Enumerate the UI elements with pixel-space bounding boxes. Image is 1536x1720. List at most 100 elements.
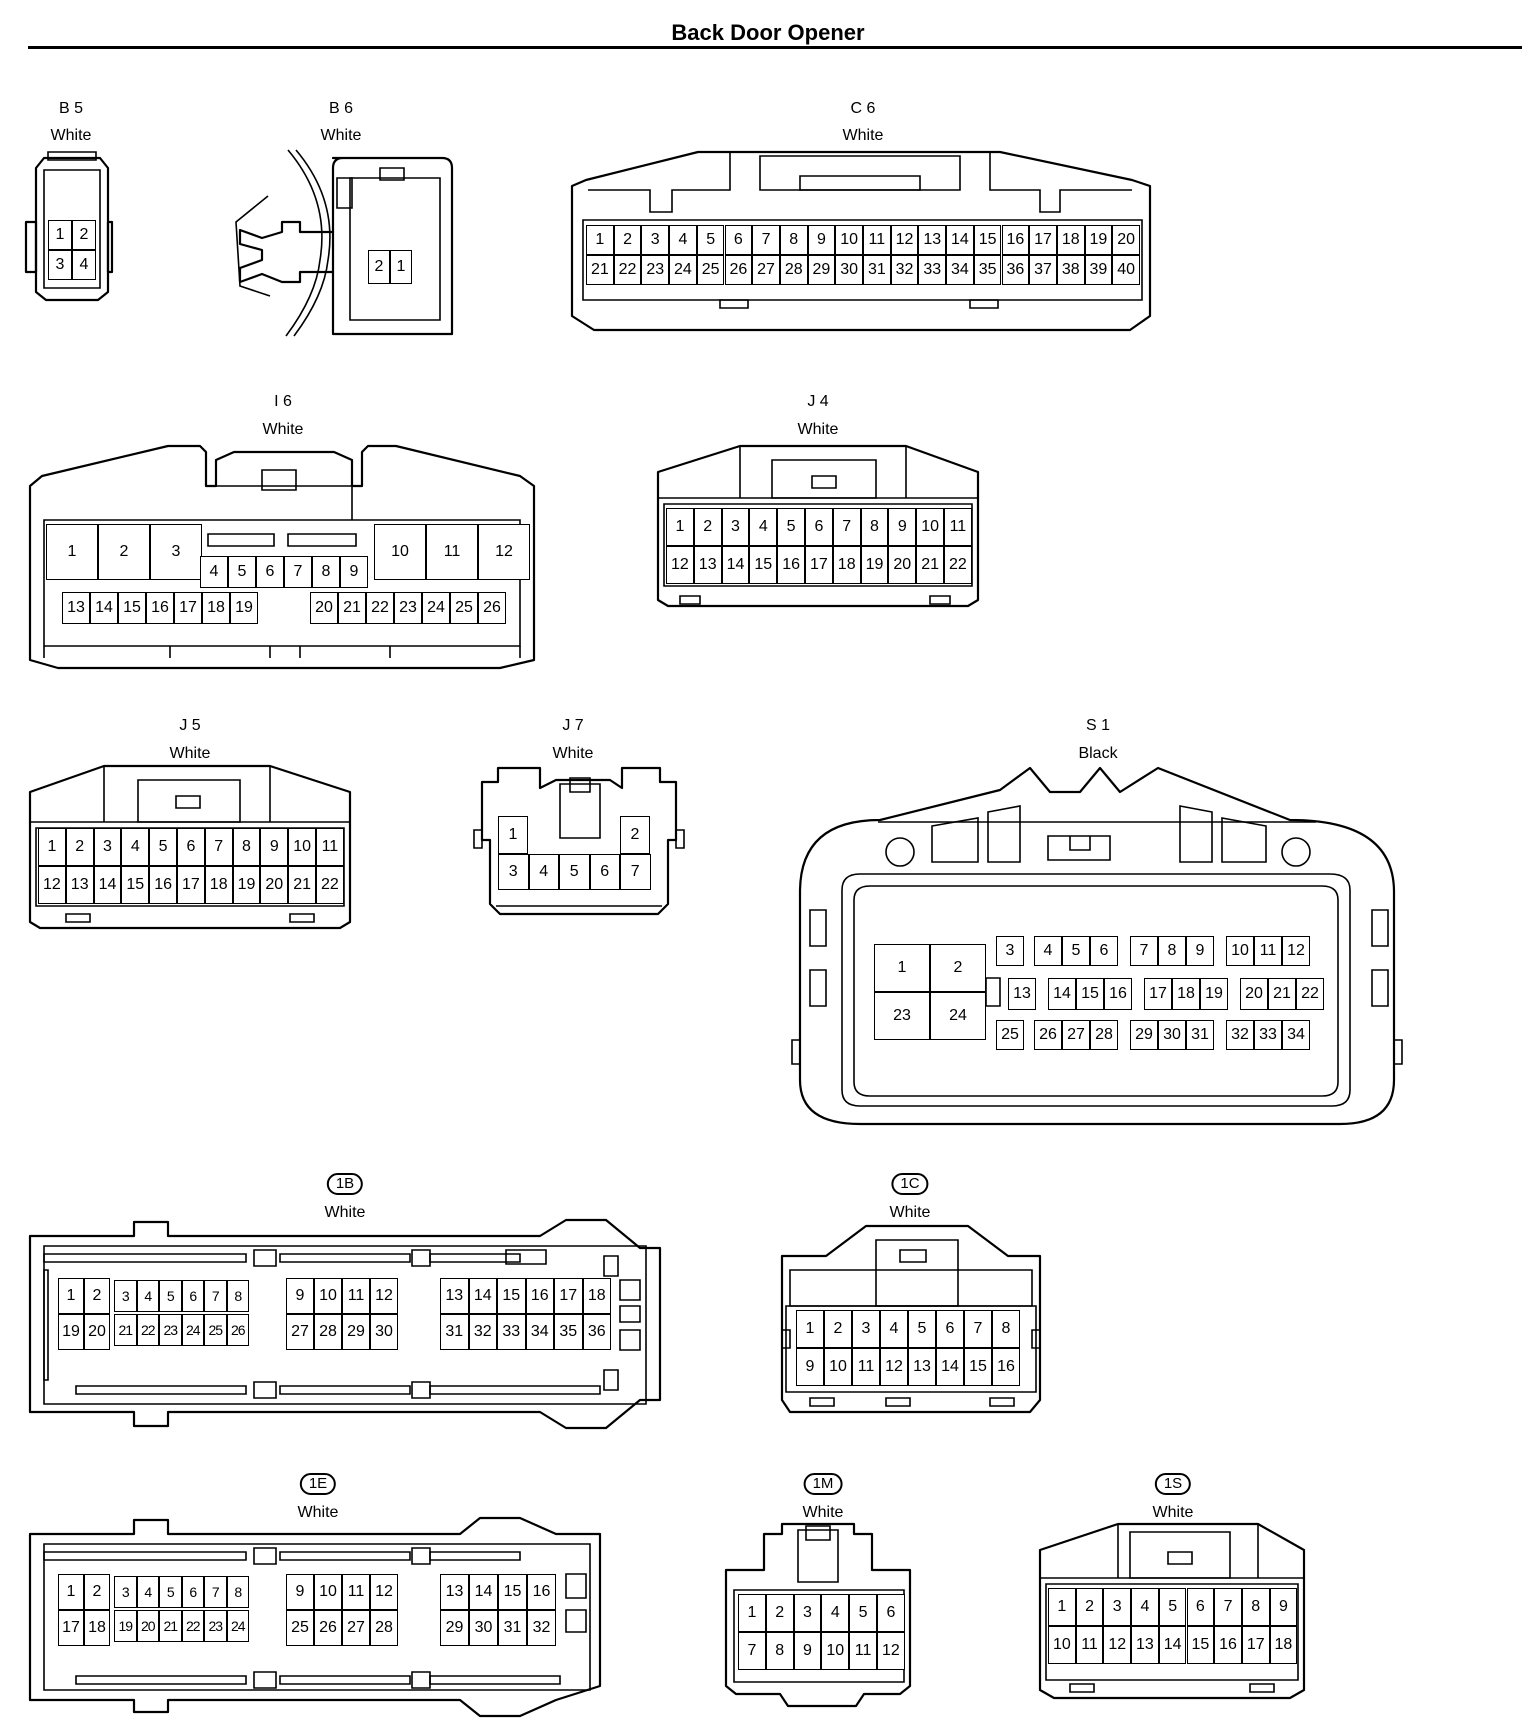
connector-J4-pin: 13: [693, 546, 722, 584]
connector-1B-pin: 12: [370, 1278, 398, 1314]
connector-C6-pin: 24: [669, 255, 697, 285]
connector-I6-pin: 21: [338, 592, 366, 624]
connector-1E-pin: 10: [314, 1574, 342, 1610]
connector-J4-pin: 21: [916, 546, 944, 584]
connector-I6-pin: 2: [98, 524, 150, 580]
connector-C6-pin: 21: [586, 255, 614, 285]
connector-J4-pin: 4: [749, 508, 778, 546]
connector-I6-pin: 17: [174, 592, 202, 624]
connector-J4-pin: 17: [805, 546, 833, 584]
connector-J4-pin: 20: [888, 546, 917, 584]
connector-J5-pin: 8: [232, 828, 261, 866]
connector-S1-pin: 20: [1240, 978, 1268, 1010]
connector-1B-pin: 16: [525, 1278, 554, 1314]
connector-B5-pin: 4: [72, 250, 96, 280]
connector-1E-label: 1E: [299, 1473, 337, 1495]
connector-J5-pin: 6: [177, 828, 205, 866]
connector-1B-label: 1B: [326, 1173, 364, 1195]
connector-1B-pin: 21: [114, 1314, 137, 1346]
connector-1S-pin: 18: [1269, 1626, 1298, 1664]
connector-1B-pin: 15: [497, 1278, 526, 1314]
connector-1E-pin: 29: [440, 1610, 469, 1646]
connector-J7-pin: 4: [528, 854, 559, 890]
connector-I6-pin: 16: [146, 592, 174, 624]
connector-1S-pin: 14: [1158, 1626, 1187, 1664]
connector-C6-pin: 12: [890, 225, 919, 255]
connector-S1-pin: 19: [1200, 978, 1228, 1010]
connector-J4-pin: 18: [832, 546, 861, 584]
connector-S1-pin: 23: [874, 992, 930, 1040]
connector-1B-pin: 20: [84, 1314, 110, 1350]
connector-C6-pin: 16: [1001, 225, 1030, 255]
connector-S1-pin: 2: [930, 944, 986, 992]
connector-J4-pin: 1: [666, 508, 694, 546]
connector-1M-pin: 5: [849, 1594, 877, 1632]
connector-J7-pin: 3: [498, 854, 529, 890]
connector-S1-pin: 12: [1282, 936, 1310, 966]
connector-S1-pin: 22: [1296, 978, 1324, 1010]
connector-I6-pin: 10: [374, 524, 426, 580]
connector-B5-pin: 3: [48, 250, 72, 280]
connector-C6-pin: 10: [835, 225, 863, 255]
connector-1M-pin: 4: [821, 1594, 850, 1632]
connector-1E-pin: 4: [136, 1576, 159, 1608]
connector-C6-pin: 39: [1084, 255, 1113, 285]
connector-J5-pin: 15: [121, 866, 150, 904]
connector-1B-pin: 22: [136, 1314, 159, 1346]
connector-C6-pin: 22: [613, 255, 642, 285]
connector-1S-pin: 11: [1075, 1626, 1104, 1664]
connector-C6-pin: 40: [1112, 255, 1140, 285]
connector-1C-pin: 10: [824, 1348, 852, 1386]
connector-J5-pin: 21: [288, 866, 316, 904]
connector-I6-pin: 26: [478, 592, 506, 624]
connector-1B-pin: 10: [314, 1278, 342, 1314]
connector-1M-pin: 3: [793, 1594, 822, 1632]
connector-C6-pin: 3: [641, 225, 670, 255]
connector-C6-pin: 19: [1084, 225, 1113, 255]
connector-J4-pin: 7: [832, 508, 861, 546]
connector-I6-color: White: [262, 421, 304, 438]
connector-B6-pin: 1: [390, 250, 412, 284]
connector-1E-pin: 13: [440, 1574, 469, 1610]
connector-1C-pin: 16: [992, 1348, 1020, 1386]
connector-1B-pin: 34: [525, 1314, 554, 1350]
connector-1S-pin: 16: [1214, 1626, 1242, 1664]
connector-J5-pin: 14: [93, 866, 122, 904]
connector-B5-color: White: [50, 127, 92, 144]
connector-S1-pin: 34: [1282, 1020, 1310, 1050]
connector-1S-pin: 1: [1048, 1588, 1076, 1626]
connector-J4-pin: 9: [888, 508, 917, 546]
connector-S1-pin: 26: [1034, 1020, 1062, 1050]
connector-I6-pin: 22: [366, 592, 394, 624]
connector-1B-pin: 25: [204, 1314, 227, 1346]
connector-1C-pin: 2: [824, 1310, 852, 1348]
connector-1C-pin: 12: [880, 1348, 908, 1386]
connector-J4-pin: 8: [860, 508, 889, 546]
connector-S1-pin: 8: [1158, 936, 1186, 966]
connector-I6-pin: 8: [312, 556, 340, 588]
connector-1M-pin: 8: [765, 1632, 794, 1670]
connector-1B-color: White: [324, 1204, 366, 1221]
connector-1B-pin: 23: [159, 1314, 182, 1346]
connector-C6-pin: 15: [973, 225, 1002, 255]
connector-C6-pin: 34: [946, 255, 974, 285]
connector-C6-pin: 1: [586, 225, 614, 255]
connector-S1-pin: 13: [1008, 978, 1036, 1010]
connector-S1-pin: 25: [996, 1020, 1024, 1050]
connector-1E-pin: 28: [370, 1610, 398, 1646]
connector-1C-pin: 6: [936, 1310, 964, 1348]
connector-1C-pin: 14: [936, 1348, 964, 1386]
connector-I6-pin: 12: [478, 524, 530, 580]
connector-1S-pin: 5: [1158, 1588, 1187, 1626]
connector-C6-pin: 6: [724, 225, 753, 255]
connector-1B-pin: 14: [468, 1278, 497, 1314]
connector-S1-color: Black: [1078, 745, 1118, 762]
connector-1C-pin: 13: [908, 1348, 936, 1386]
connector-J4-label: J 4: [807, 393, 829, 410]
connector-S1-pin: 24: [930, 992, 986, 1040]
